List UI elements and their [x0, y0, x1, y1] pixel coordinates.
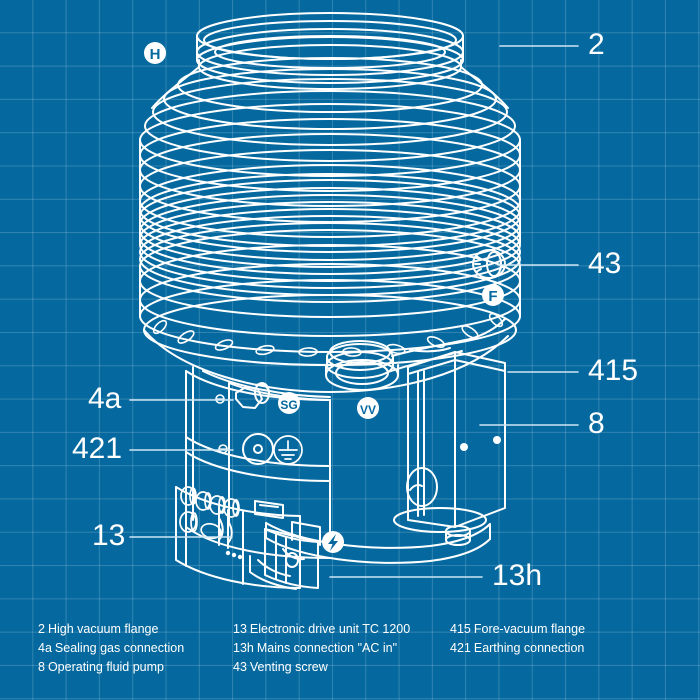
svg-text:H: H: [150, 46, 161, 63]
callout-2: 2: [588, 28, 605, 61]
callout-8: 8: [588, 407, 605, 440]
callout-13: 13: [92, 519, 126, 552]
badge-h: H: [144, 42, 166, 64]
svg-text:F: F: [488, 288, 497, 305]
legend-item-text: High vacuum flange: [47, 622, 159, 636]
fore-vacuum-flange-415: [325, 340, 399, 391]
legend-item-text: Venting screw: [249, 660, 328, 674]
badge-power-icon: [322, 531, 344, 553]
svg-text:SG: SG: [280, 398, 297, 412]
venting-screw-43: [472, 249, 506, 279]
legend-item-text: Electronic drive unit TC 1200: [249, 622, 411, 636]
callout-43: 43: [588, 247, 622, 280]
base-block: [185, 366, 331, 559]
legend-item-number: 4a: [38, 641, 52, 655]
pump-connection-arm: [387, 318, 506, 373]
legend-item-text: Operating fluid pump: [47, 660, 164, 674]
callout-421: 421: [72, 432, 123, 465]
callout-13h: 13h: [492, 559, 543, 592]
svg-text:VV: VV: [360, 403, 376, 417]
base-skirt: [265, 507, 491, 564]
legend-item-number: 8: [38, 660, 45, 674]
drive-unit-connectors: [179, 486, 240, 540]
bottom-bolt-flange: [139, 279, 521, 393]
reference-badges: H F SG VV: [144, 42, 504, 553]
high-vacuum-flange: [196, 12, 464, 90]
callout-4a: 4a: [88, 382, 122, 415]
badge-sg: SG: [278, 392, 300, 414]
leader-lines: [129, 45, 579, 578]
callout-415: 415: [588, 354, 639, 387]
badge-vv: VV: [357, 397, 379, 419]
legend-item-number: 421: [450, 641, 471, 655]
legend-item-number: 43: [233, 660, 247, 674]
earthing-connection-421: [242, 433, 274, 465]
legend-item-number: 13: [233, 622, 247, 636]
sealing-gas-connection-4a: [235, 382, 270, 409]
upper-shoulder: [139, 57, 521, 177]
legend-item-number: 415: [450, 622, 471, 636]
legend-item-text: Mains connection "AC in": [256, 641, 398, 655]
legend-item-number: 13h: [233, 641, 254, 655]
legend-item-number: 2: [38, 622, 45, 636]
legend-item-text: Fore-vacuum flange: [473, 622, 586, 636]
mains-connection-13h: [249, 516, 321, 590]
legend-item-text: Earthing connection: [473, 641, 585, 655]
badge-f: F: [482, 284, 504, 306]
earth-ground-symbol: [273, 435, 303, 465]
legend-item-text: Sealing gas connection: [54, 641, 185, 655]
